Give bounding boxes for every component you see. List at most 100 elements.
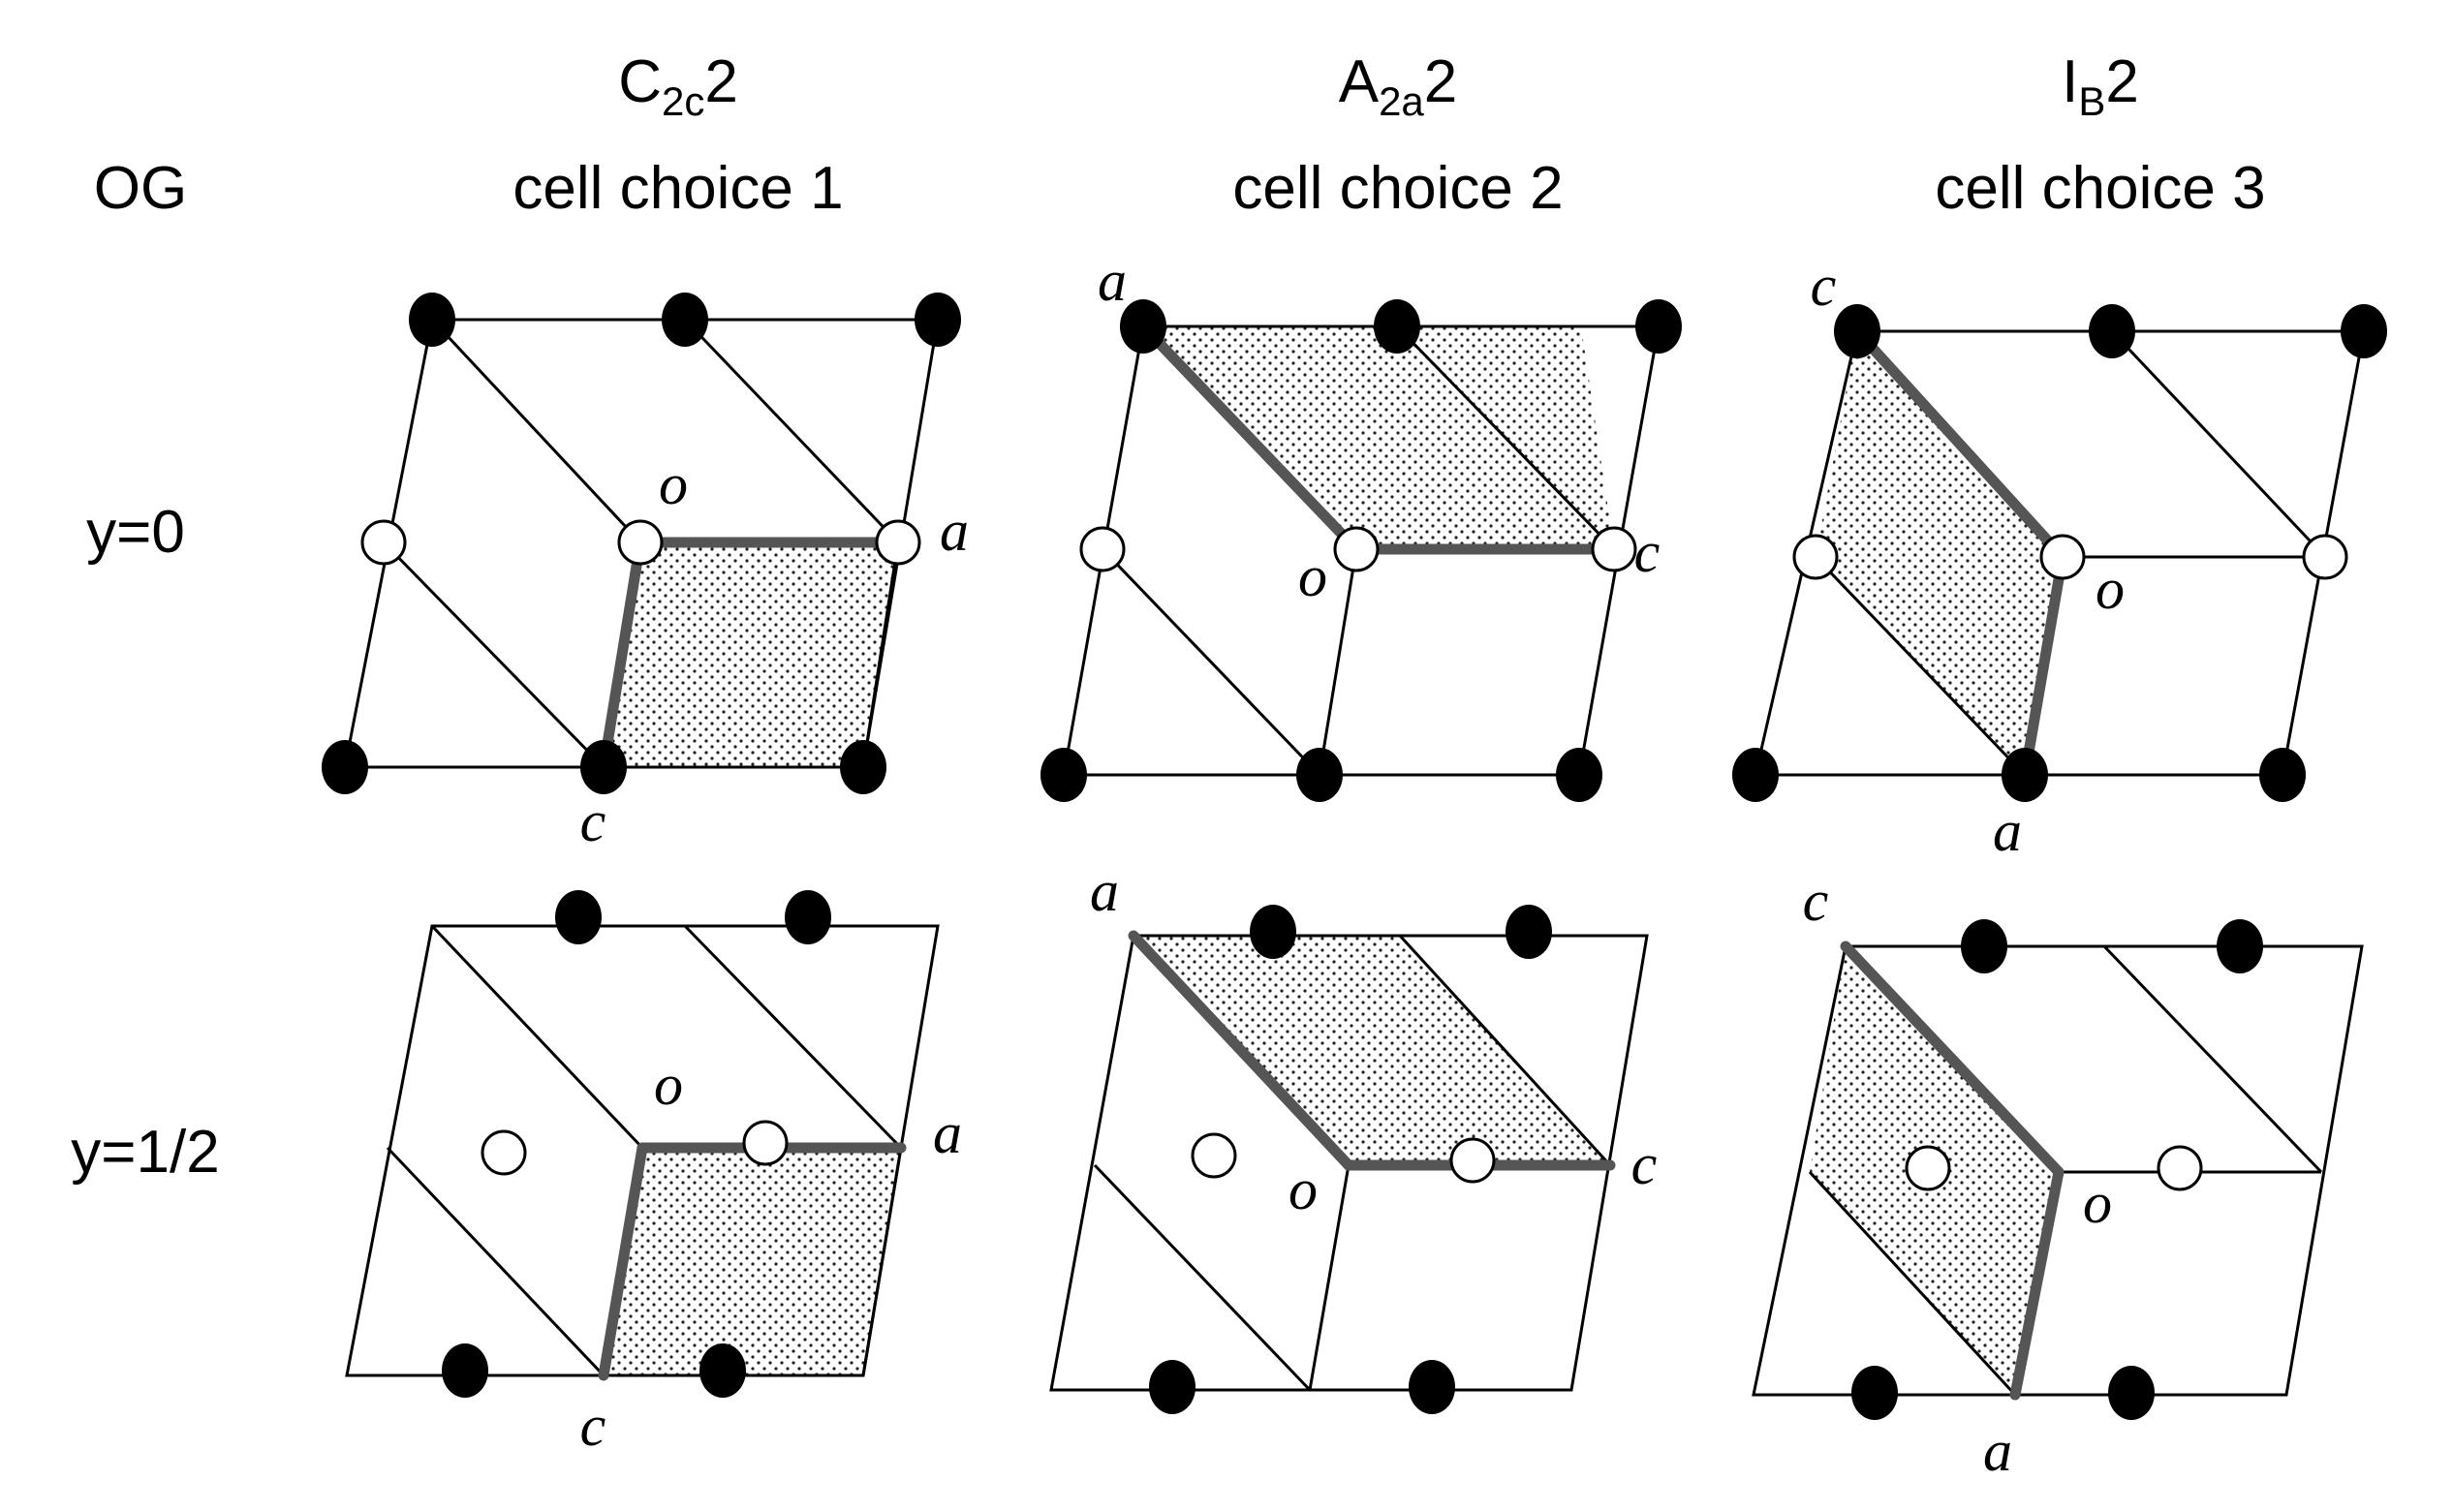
axis-c-label: c (1631, 1132, 1658, 1196)
shaded-cell (604, 542, 898, 767)
filled-atom (555, 890, 602, 944)
axis-c-label: c (1811, 254, 1837, 318)
column-3-symbol: IB2 (2062, 48, 2139, 124)
axis-a-label: a (1993, 799, 2022, 863)
origin-label: o (2096, 557, 2125, 621)
axis-c-line (1840, 941, 2065, 1178)
panel-choice1-y-half: o a c (345, 890, 962, 1458)
axis-c-line (1851, 325, 2068, 563)
open-atom (1333, 526, 1380, 572)
axis-a-label: a (1098, 249, 1127, 313)
panel-choice3-y-half: o c a (1752, 869, 2364, 1483)
column-3-cell-choice: cell choice 3 (1935, 155, 2265, 222)
panel-choice2-y0: o a c (1040, 249, 1682, 802)
open-atom (1449, 1137, 1496, 1184)
axis-a-label: a (933, 1101, 962, 1165)
column-3-symbol-main: I (2062, 48, 2078, 115)
vertical-line (1318, 548, 1358, 776)
axis-a-line (1137, 321, 1362, 555)
diagonal-line (1093, 1163, 1312, 1392)
origin-label: o (2083, 1171, 2112, 1235)
filled-atom (1120, 299, 1166, 354)
open-atom (360, 519, 407, 566)
filled-atom (662, 293, 708, 347)
open-atom (1792, 534, 1839, 580)
axis-a-label: a (1090, 859, 1119, 923)
axis-c-label: c (1634, 520, 1661, 584)
column-1-symbol: C2c2 (618, 48, 738, 124)
open-atom (1191, 1132, 1237, 1179)
column-3-symbol-sub: B (2078, 78, 2105, 124)
row-label-y0: y=0 (86, 499, 185, 566)
open-atom (481, 1129, 527, 1176)
open-atom (875, 519, 921, 566)
column-2-symbol-tail: 2 (1424, 48, 1457, 115)
open-atom (617, 519, 664, 566)
filled-atom (1635, 299, 1682, 354)
shaded-cell (1143, 326, 1614, 549)
panel-choice3-y0: o c a (1732, 254, 2387, 863)
column-2-cell-choice: cell choice 2 (1232, 155, 1563, 222)
filled-atom (2217, 919, 2263, 973)
filled-atom (2259, 748, 2306, 802)
diagonal-line (683, 924, 903, 1150)
column-2-symbol-main: A (1339, 48, 1380, 115)
diagonal-line (382, 540, 605, 769)
axis-c-label: c (580, 1394, 606, 1458)
filled-atom (699, 1343, 746, 1398)
filled-atom (840, 740, 886, 794)
shaded-cell (1816, 331, 2063, 775)
diagonal-line (430, 924, 644, 1150)
filled-atom (785, 890, 831, 944)
open-atom (1591, 526, 1637, 572)
filled-atom (2341, 304, 2387, 358)
filled-atom (1732, 748, 1779, 802)
axis-a-label: a (1983, 1419, 2012, 1483)
axis-a-line (2009, 1166, 2065, 1401)
axis-c-label: c (1803, 869, 1829, 933)
filled-atom (2089, 304, 2135, 358)
cell-outline (1049, 934, 1649, 1392)
diagonal-line (683, 318, 900, 544)
filled-atom (1506, 905, 1552, 959)
axis-c-label: c (580, 789, 606, 853)
vertical-line (861, 541, 900, 768)
panel-choice2-y-half: o a c (1049, 859, 1658, 1414)
vertical-line (1308, 1164, 1351, 1391)
diagonal-line (1398, 934, 1612, 1167)
filled-atom (1149, 1360, 1195, 1414)
diagonal-line (1395, 324, 1616, 551)
shaded-cell (1133, 936, 1610, 1165)
filled-atom (442, 1343, 488, 1398)
axis-a-label: a (940, 499, 969, 563)
row-label-y-half: y=1/2 (71, 1119, 219, 1186)
axis-c-line (598, 1142, 648, 1381)
open-atom (2039, 534, 2086, 580)
cell-outline (1752, 944, 2364, 1397)
filled-atom (322, 740, 368, 794)
filled-atom (1834, 304, 1880, 358)
axis-a-line (2019, 551, 2068, 781)
filled-atom (409, 293, 455, 347)
axis-c-line (598, 537, 646, 773)
open-atom (1079, 526, 1126, 572)
vertical-line (861, 1147, 903, 1376)
filled-atom (1040, 748, 1087, 802)
filled-atom (2108, 1366, 2155, 1420)
diagonal-line (2102, 944, 2323, 1174)
filled-atom (1374, 299, 1420, 354)
filled-atom (1961, 919, 2007, 973)
column-2-symbol: A2a2 (1339, 48, 1458, 124)
filled-atom (580, 740, 627, 794)
og-label: OG (94, 155, 187, 222)
diagonal-line (1808, 1170, 2017, 1397)
filled-atom (915, 293, 961, 347)
filled-atom (1409, 1360, 1455, 1414)
open-atom (742, 1120, 789, 1166)
filled-atom (1556, 748, 1602, 802)
filled-atom (1250, 905, 1296, 959)
column-1-symbol-sub: 2c (662, 78, 704, 124)
column-2-symbol-sub: 2a (1379, 78, 1424, 124)
filled-atom (1851, 1366, 1898, 1420)
